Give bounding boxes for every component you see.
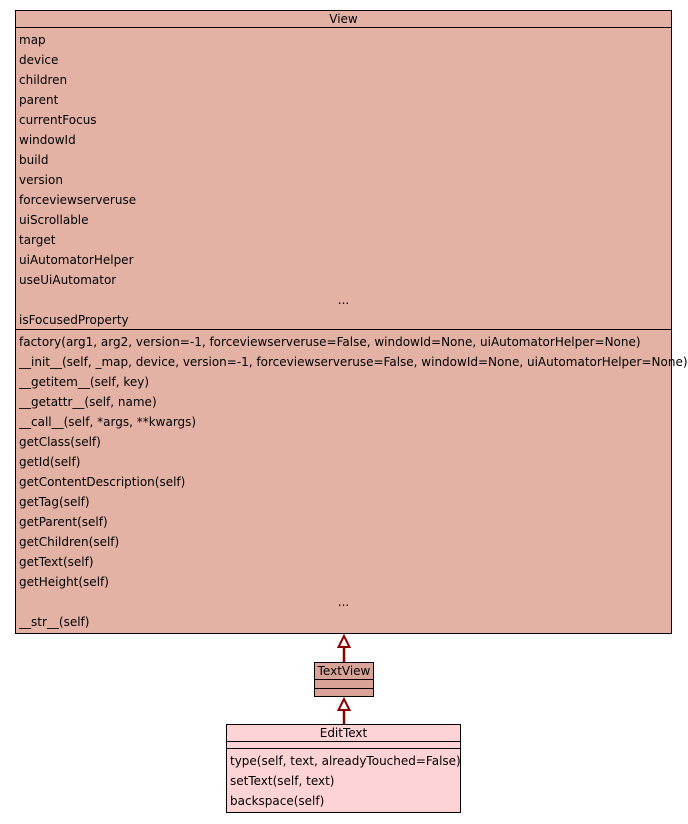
attribute-row: target bbox=[19, 233, 56, 247]
attribute-row: map bbox=[19, 33, 46, 47]
method-row: __call__(self, *args, **kwargs) bbox=[19, 415, 197, 429]
edittext-to-textview-arrowhead bbox=[336, 696, 352, 711]
attribute-row: parent bbox=[19, 93, 59, 107]
view-methods: factory(arg1, arg2, version=-1, forcevie… bbox=[16, 330, 688, 634]
view-attributes: map device children parent currentFocus windo… bbox=[16, 28, 671, 330]
method-row: factory(arg1, arg2, version=-1, forcevie… bbox=[19, 335, 641, 349]
attribute-row: useUiAutomator bbox=[19, 273, 117, 287]
method-row: setText(self, text) bbox=[230, 774, 335, 788]
method-row: getParent(self) bbox=[19, 515, 108, 529]
textview-methods bbox=[315, 689, 373, 698]
textview-class-box[interactable]: TextView bbox=[314, 662, 374, 697]
attribute-row: forceviewserveruse bbox=[19, 193, 137, 207]
textview-attributes bbox=[315, 680, 373, 689]
ellipsis-row: ... bbox=[337, 595, 350, 609]
edittext-class-name: EditText bbox=[227, 725, 460, 742]
attribute-row: uiAutomatorHelper bbox=[19, 253, 134, 267]
view-class-box[interactable]: View map device children parent currentFocus… bbox=[15, 10, 688, 634]
edittext-attributes bbox=[227, 742, 460, 749]
method-row: getClass(self) bbox=[19, 435, 101, 449]
textview-class-name: TextView bbox=[315, 663, 373, 680]
method-row: __init__(self, _map, device, version=-1,… bbox=[19, 355, 688, 369]
method-row: getTag(self) bbox=[19, 495, 90, 509]
edittext-methods: type(self, text, alreadyTouched=False) se… bbox=[227, 749, 461, 813]
ellipsis-row: ... bbox=[337, 293, 350, 307]
method-row: __getitem__(self, key) bbox=[19, 375, 150, 389]
method-row: type(self, text, alreadyTouched=False) bbox=[230, 754, 461, 768]
attribute-row: version bbox=[19, 173, 63, 187]
textview-to-view-arrowhead bbox=[336, 633, 352, 648]
method-row: __getattr__(self, name) bbox=[19, 395, 157, 409]
view-class-name: View bbox=[16, 11, 671, 28]
attribute-row: windowId bbox=[19, 133, 76, 147]
attribute-row: currentFocus bbox=[19, 113, 97, 127]
method-row: getId(self) bbox=[19, 455, 81, 469]
method-row: __str__(self) bbox=[19, 615, 90, 629]
attribute-row: isFocusedProperty bbox=[19, 313, 129, 327]
attribute-row: uiScrollable bbox=[19, 213, 89, 227]
attribute-row: children bbox=[19, 73, 68, 87]
method-row: backspace(self) bbox=[230, 794, 325, 808]
method-row: getChildren(self) bbox=[19, 535, 120, 549]
edittext-class-box[interactable]: EditText type(self, text, alreadyTouched… bbox=[226, 724, 461, 813]
method-row: getHeight(self) bbox=[19, 575, 109, 589]
attribute-row: build bbox=[19, 153, 49, 167]
method-row: getText(self) bbox=[19, 555, 94, 569]
attribute-row: device bbox=[19, 53, 59, 67]
method-row: getContentDescription(self) bbox=[19, 475, 186, 489]
